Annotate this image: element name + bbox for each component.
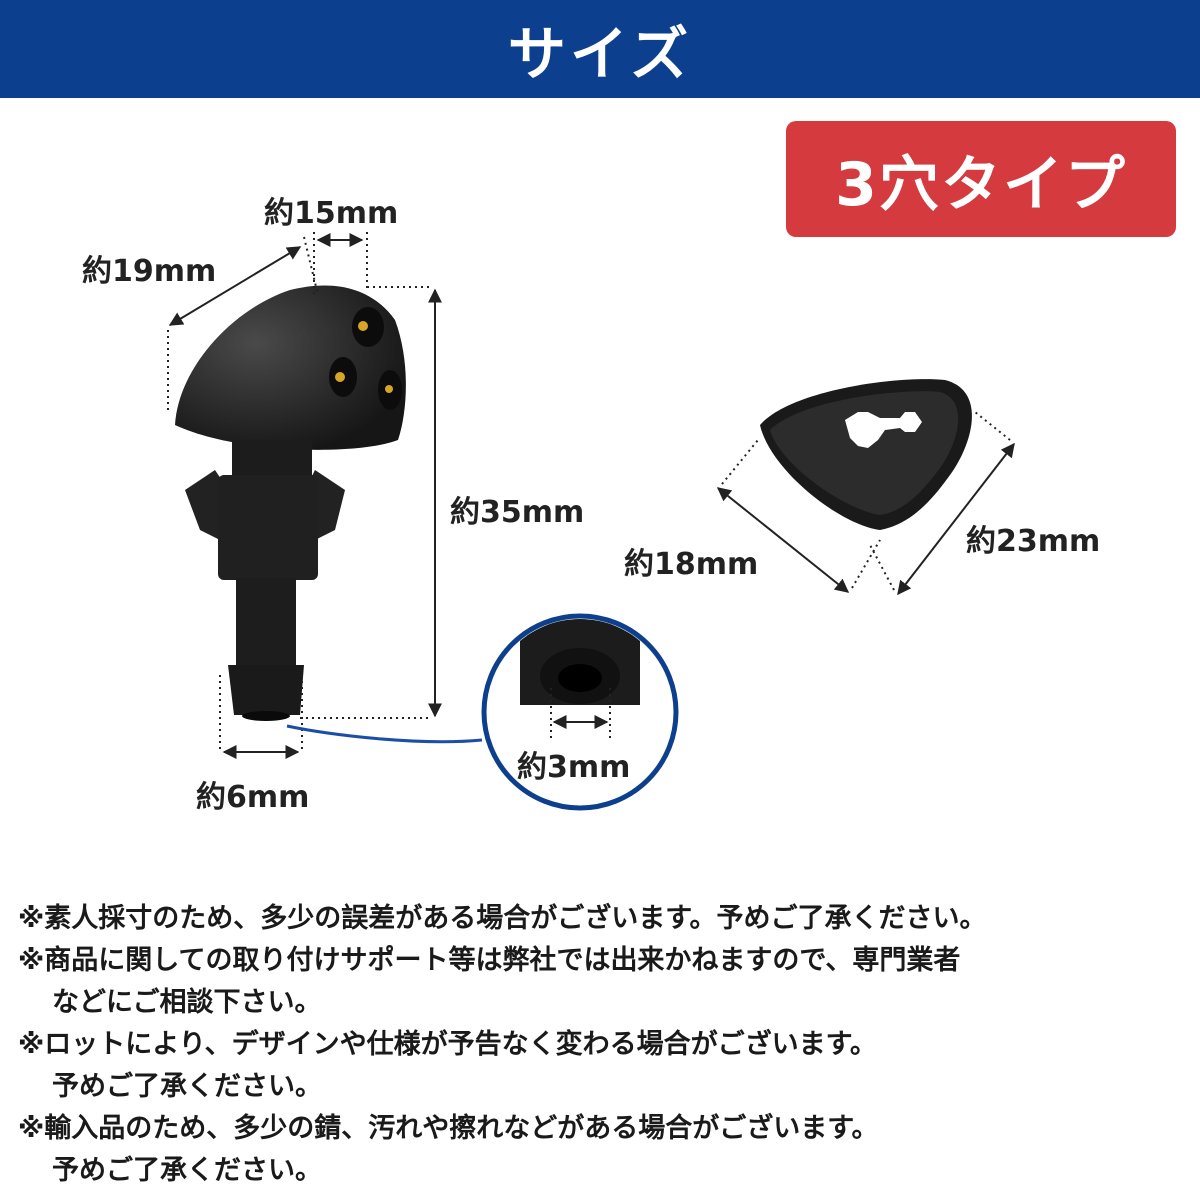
hole-callout bbox=[286, 613, 679, 811]
dim-height-label: 約35mm bbox=[450, 495, 585, 530]
note-1: ※素人採寸のため、多少の誤差がある場合がございます。予めご了承ください。 bbox=[18, 903, 987, 934]
type-badge: 3穴タイプ bbox=[786, 121, 1176, 237]
gasket bbox=[760, 379, 972, 530]
note-4: ※輸入品のため、多少の錆、汚れや擦れなどがある場合がございます。 bbox=[18, 1113, 879, 1144]
note-3: ※ロットにより、デザインや仕様が予告なく変わる場合がございます。 bbox=[18, 1029, 877, 1060]
type-badge-label: 3穴タイプ bbox=[835, 149, 1127, 220]
notes-list: ※素人採寸のため、多少の誤差がある場合がございます。予めご了承ください。 ※商品… bbox=[18, 898, 1188, 1192]
header-banner: サイズ bbox=[0, 0, 1200, 98]
dim-offset-label: 約15mm bbox=[264, 196, 399, 231]
note-3-cont: 予めご了承ください。 bbox=[52, 1071, 322, 1102]
dim-length-label: 約19mm bbox=[82, 254, 217, 289]
dim-hole-label: 約3mm bbox=[517, 750, 631, 785]
page-title: サイズ bbox=[507, 20, 693, 88]
dim-gasket-width-label: 約18mm bbox=[624, 547, 759, 582]
washer-nozzle bbox=[175, 285, 406, 721]
note-4-cont: 予めご了承ください。 bbox=[52, 1155, 322, 1186]
note-2: ※商品に関しての取り付けサポート等は弊社では出来かねますので、専門業者 bbox=[18, 945, 961, 976]
dim-gasket-length-label: 約23mm bbox=[966, 524, 1101, 559]
dim-base-label: 約6mm bbox=[196, 780, 310, 815]
dimension-lines bbox=[167, 232, 1015, 759]
note-2-cont: などにご相談下さい。 bbox=[52, 987, 322, 1018]
